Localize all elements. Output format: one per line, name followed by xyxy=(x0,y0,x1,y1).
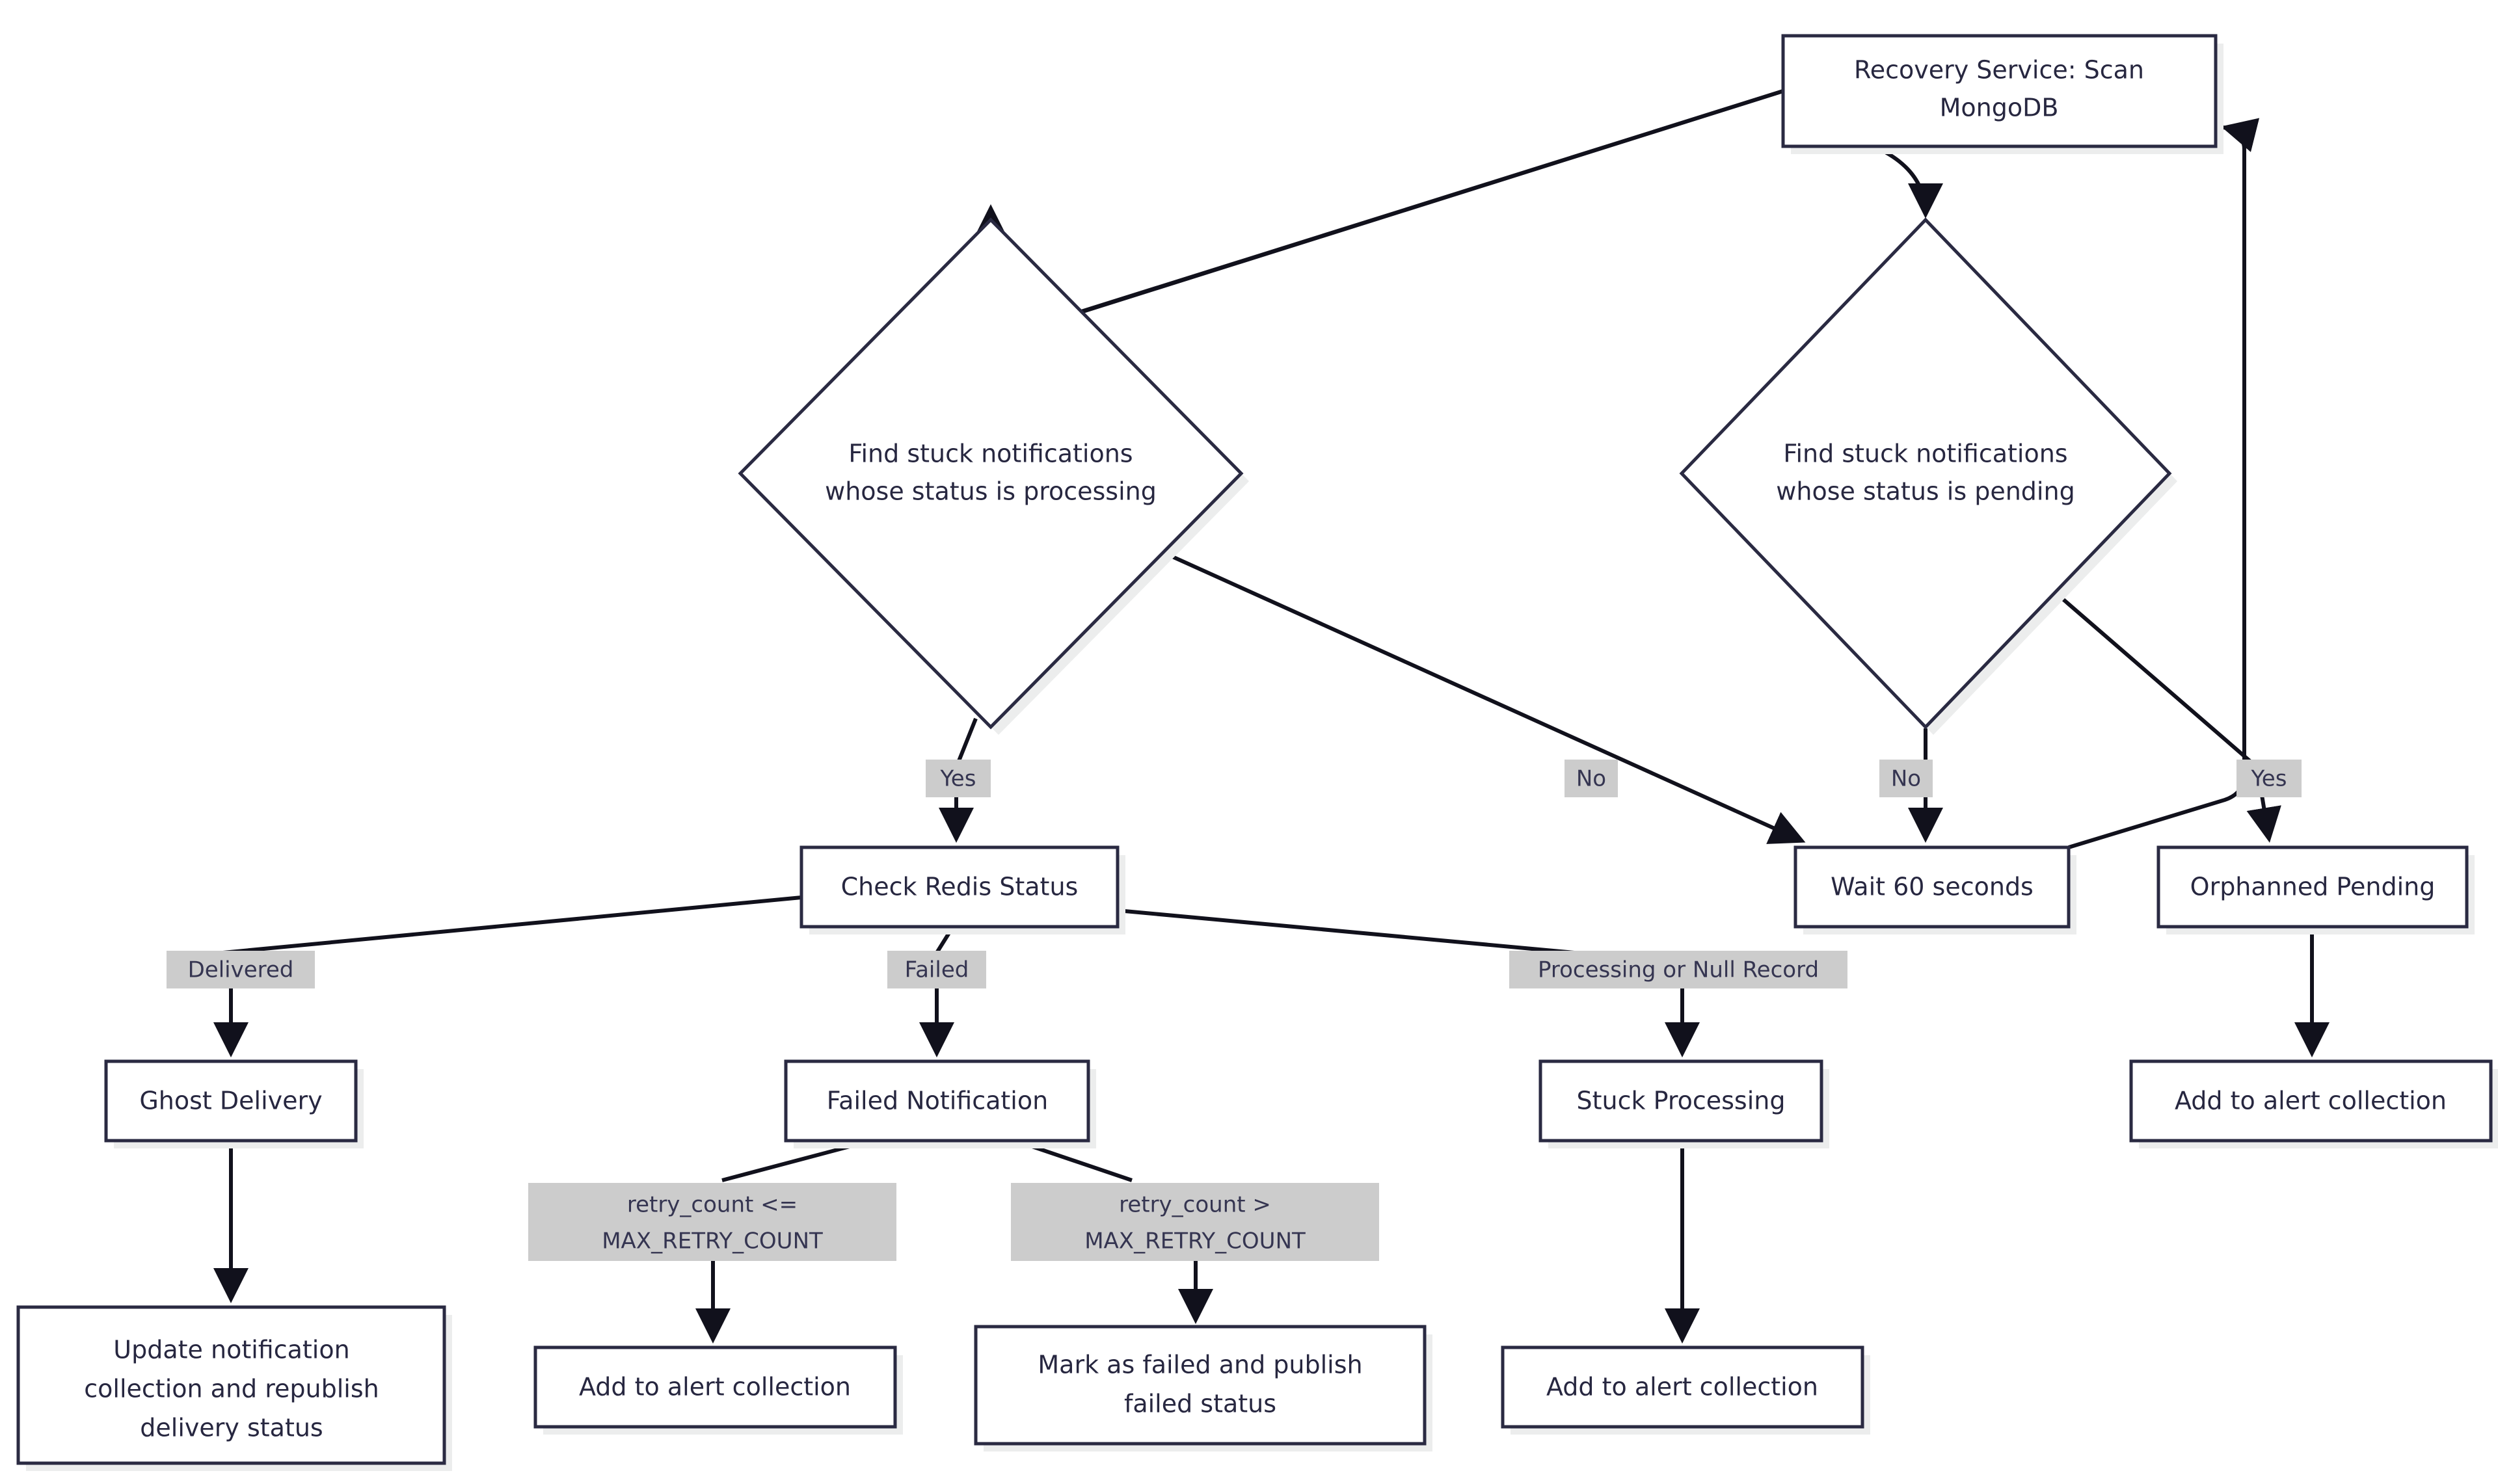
edge-label-retry-count-lte: retry_count <= MAX_RETRY_COUNT xyxy=(528,1183,896,1261)
edge-label-text-retry-gt-line1: retry_count > xyxy=(1119,1192,1271,1218)
node-ghost-delivery[interactable]: Ghost Delivery xyxy=(104,1059,364,1148)
edge-find-processing-no xyxy=(1170,554,1806,844)
edge-label-no-processing: No xyxy=(1565,760,1618,797)
node-label-update-line2: collection and republish xyxy=(84,1375,379,1403)
node-mark-as-failed-publish[interactable]: Mark as failed and publish failed status xyxy=(974,1325,1432,1451)
edge-label-text-yes-processing: Yes xyxy=(940,766,976,792)
edge-label-yes-pending: Yes xyxy=(2236,760,2302,797)
node-label-check-redis: Check Redis Status xyxy=(841,873,1079,901)
node-label-alert-stuck: Add to alert collection xyxy=(1546,1373,1818,1401)
edge-label-no-pending: No xyxy=(1879,760,1933,797)
node-label-mark-failed-line2: failed status xyxy=(1124,1390,1276,1418)
node-label-scan-line1: Recovery Service: Scan xyxy=(1854,56,2144,85)
node-check-redis-status[interactable]: Check Redis Status xyxy=(799,845,1125,934)
node-failed-notification[interactable]: Failed Notification xyxy=(784,1059,1096,1148)
node-label-mark-failed-line1: Mark as failed and publish xyxy=(1038,1351,1362,1379)
edge-label-text-retry-lte-line2: MAX_RETRY_COUNT xyxy=(602,1228,823,1254)
edge-label-failed: Failed xyxy=(887,951,986,988)
edge-check-redis-processing xyxy=(1117,908,1575,955)
node-layer: Recovery Service: Scan MongoDB Find stuc… xyxy=(16,34,2498,1471)
edge-label-delivered: Delivered xyxy=(167,951,315,988)
edge-label-text-no-pending: No xyxy=(1891,766,1921,792)
node-label-update-line3: delivery status xyxy=(140,1414,323,1442)
node-label-find-pending-line1: Find stuck notifications xyxy=(1783,440,2067,468)
node-label-orphanned-pending: Orphanned Pending xyxy=(2190,873,2436,901)
node-stuck-processing[interactable]: Stuck Processing xyxy=(1538,1059,1829,1148)
node-add-to-alert-collection-retry[interactable]: Add to alert collection xyxy=(533,1345,903,1435)
edge-check-redis-delivered xyxy=(188,895,802,958)
edge-label-text-retry-lte-line1: retry_count <= xyxy=(627,1192,798,1218)
node-label-find-pending-line2: whose status is pending xyxy=(1776,477,2075,506)
node-label-update-line1: Update notification xyxy=(113,1336,349,1364)
node-orphanned-pending[interactable]: Orphanned Pending xyxy=(2156,845,2475,934)
node-add-to-alert-collection-stuck[interactable]: Add to alert collection xyxy=(1501,1345,1870,1435)
edge-scan-to-find-pending xyxy=(1872,144,1943,219)
edge-label-text-no-processing: No xyxy=(1576,766,1606,792)
node-recovery-service-scan-mongodb[interactable]: Recovery Service: Scan MongoDB xyxy=(1781,34,2223,154)
node-label-alert-retry: Add to alert collection xyxy=(579,1373,851,1401)
edge-label-processing-or-null-record: Processing or Null Record xyxy=(1509,951,1847,988)
edge-label-layer: Yes No No Yes Delivered Failed xyxy=(167,760,2302,1261)
node-find-stuck-processing[interactable]: Find stuck notifications whose status is… xyxy=(738,217,1249,735)
node-label-ghost-delivery: Ghost Delivery xyxy=(139,1087,322,1115)
node-add-to-alert-collection-orphan[interactable]: Add to alert collection xyxy=(2129,1059,2498,1148)
edge-layer xyxy=(188,79,2330,1344)
edge-scan-to-find-processing-visible xyxy=(973,89,1784,366)
node-wait-60-seconds[interactable]: Wait 60 seconds xyxy=(1793,845,2076,934)
edge-label-text-delivered: Delivered xyxy=(188,957,294,983)
node-label-alert-orphan: Add to alert collection xyxy=(2175,1087,2447,1115)
edge-label-text-processing-or-null: Processing or Null Record xyxy=(1538,957,1819,983)
edge-label-text-retry-gt-line2: MAX_RETRY_COUNT xyxy=(1084,1228,1306,1254)
edge-find-pending-yes xyxy=(2062,598,2281,843)
node-label-failed-notification: Failed Notification xyxy=(827,1087,1048,1115)
node-label-stuck-processing: Stuck Processing xyxy=(1577,1087,1786,1115)
edge-label-text-yes-pending: Yes xyxy=(2251,766,2287,792)
edge-label-text-failed: Failed xyxy=(905,957,969,983)
node-label-wait-60: Wait 60 seconds xyxy=(1831,873,2034,901)
node-find-stuck-pending[interactable]: Find stuck notifications whose status is… xyxy=(1679,217,2177,735)
edge-label-yes-processing: Yes xyxy=(926,760,991,797)
edge-label-retry-count-gt: retry_count > MAX_RETRY_COUNT xyxy=(1011,1183,1379,1261)
edge-scan-to-find-processing xyxy=(973,89,1784,365)
node-label-scan-line2: MongoDB xyxy=(1940,94,2059,122)
node-update-notification-collection[interactable]: Update notification collection and repub… xyxy=(16,1305,452,1471)
node-label-find-processing-line1: Find stuck notifications xyxy=(848,440,1133,468)
node-label-find-processing-line2: whose status is processing xyxy=(825,477,1157,506)
